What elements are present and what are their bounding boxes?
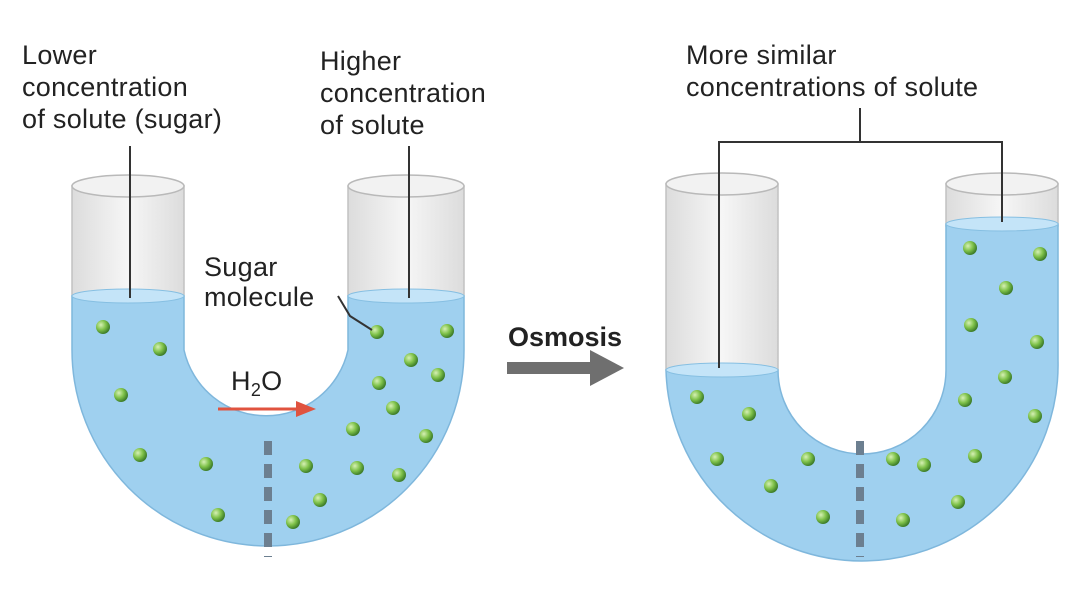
sugar-molecule-icon xyxy=(419,429,433,443)
right-tube-molecules xyxy=(690,241,1047,527)
left-tube-molecules xyxy=(96,320,454,529)
right-tube-water xyxy=(665,223,1059,562)
sugar-molecule-icon xyxy=(346,422,360,436)
sugar-molecule-icon xyxy=(211,508,225,522)
sugar-molecule-icon xyxy=(133,448,147,462)
label-lower-concentration: Lower concentration of solute (sugar) xyxy=(22,40,222,134)
leader-lines xyxy=(129,108,1003,368)
sugar-molecule-icon xyxy=(958,393,972,407)
sugar-molecule-icon xyxy=(951,495,965,509)
sugar-molecule-icon xyxy=(963,241,977,255)
label-higher-concentration: Higher concentration of solute xyxy=(320,46,494,140)
sugar-molecule-icon xyxy=(370,325,384,339)
left-tube-left-arm-glass xyxy=(71,185,185,297)
sugar-molecule-icon xyxy=(968,449,982,463)
sugar-molecule-icon xyxy=(742,407,756,421)
sugar-molecule-icon xyxy=(999,281,1013,295)
sugar-molecule-icon xyxy=(1028,409,1042,423)
left-tube-right-surface xyxy=(347,288,465,304)
sugar-molecule-icon xyxy=(964,318,978,332)
right-u-tube xyxy=(665,172,1059,562)
sugar-molecule-icon xyxy=(96,320,110,334)
water-flow-arrow-icon xyxy=(218,401,316,417)
sugar-molecule-icon xyxy=(386,401,400,415)
leader-sugar xyxy=(337,295,373,331)
sugar-molecule-icon xyxy=(153,342,167,356)
label-more-similar: More similar concentrations of solute xyxy=(686,40,978,102)
sugar-molecule-icon xyxy=(1030,335,1044,349)
sugar-molecule-icon xyxy=(801,452,815,466)
left-tube-right-arm-glass xyxy=(347,185,465,297)
label-osmosis: Osmosis xyxy=(508,322,622,352)
label-sugar-molecule: Sugar molecule xyxy=(204,252,314,312)
left-u-tube xyxy=(71,174,465,557)
left-tube-left-rim xyxy=(71,174,185,198)
sugar-molecule-icon xyxy=(690,390,704,404)
sugar-molecule-icon xyxy=(710,452,724,466)
left-tube-water xyxy=(71,295,465,547)
left-tube-right-rim xyxy=(347,174,465,198)
sugar-molecule-icon xyxy=(440,324,454,338)
sugar-molecule-icon xyxy=(998,370,1012,384)
right-tube-left-arm-glass xyxy=(665,183,779,371)
left-tube-left-surface xyxy=(71,288,185,304)
sugar-molecule-icon xyxy=(917,458,931,472)
right-tube-left-surface xyxy=(665,362,779,378)
sugar-molecule-icon xyxy=(1033,247,1047,261)
sugar-molecule-icon xyxy=(350,461,364,475)
right-tube-left-rim xyxy=(665,172,779,196)
label-h2o: H2O xyxy=(231,366,282,400)
sugar-molecule-icon xyxy=(896,513,910,527)
leader-right-bracket xyxy=(718,141,1003,368)
sugar-molecule-icon xyxy=(313,493,327,507)
sugar-molecule-icon xyxy=(286,515,300,529)
sugar-molecule-icon xyxy=(404,353,418,367)
sugar-molecule-icon xyxy=(764,479,778,493)
sugar-molecule-icon xyxy=(114,388,128,402)
sugar-molecule-icon xyxy=(431,368,445,382)
sugar-molecule-icon xyxy=(392,468,406,482)
osmosis-arrow-icon xyxy=(507,350,624,386)
sugar-molecule-icon xyxy=(886,452,900,466)
sugar-molecule-icon xyxy=(199,457,213,471)
sugar-molecule-icon xyxy=(299,459,313,473)
sugar-molecule-icon xyxy=(816,510,830,524)
sugar-molecule-icon xyxy=(372,376,386,390)
